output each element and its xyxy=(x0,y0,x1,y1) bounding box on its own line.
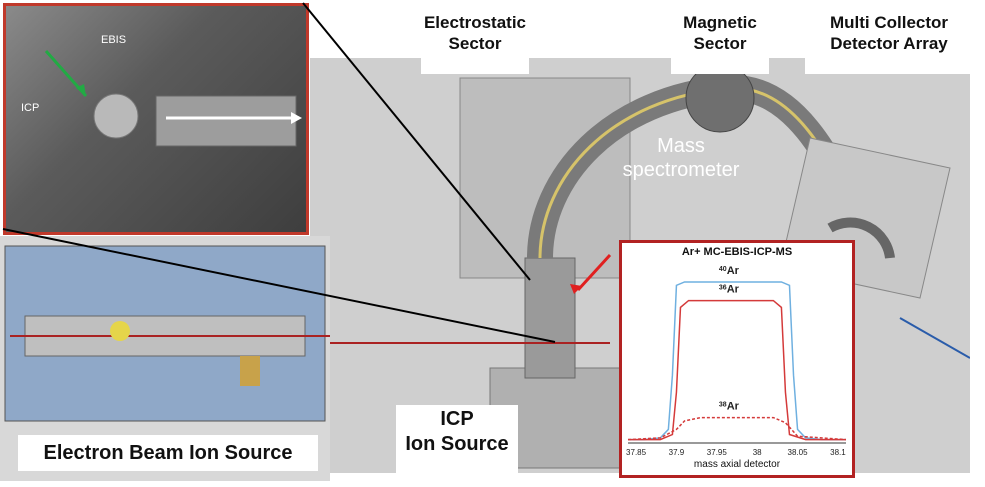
label-mass-spectrometer: Mass spectrometer xyxy=(622,135,740,181)
spectrum-chart: Ar+ MC-EBIS-ICP-MS 37.85 37.9 37.95 38 38.05… xyxy=(619,240,855,478)
chart-xlabel: mass axial detector xyxy=(693,459,781,470)
inset-label-icp: ICP xyxy=(21,102,40,114)
x-tick-label: 37.9 xyxy=(669,448,685,457)
instrument-photo-background xyxy=(310,58,971,473)
inset-arrows xyxy=(44,50,302,147)
series-38Ar xyxy=(627,416,847,441)
x-tick-label: 38.05 xyxy=(788,448,809,457)
chart-title: Ar+ MC-EBIS-ICP-MS xyxy=(681,246,793,258)
chart-plot: 37.85 37.9 37.95 38 38.05 38.1 40Ar 36Ar 38Ar xyxy=(626,265,847,457)
label-electrostatic-sector: Electrostatic Sector xyxy=(421,10,529,74)
ebis-drawing xyxy=(4,245,330,422)
label-magnetic-sector: Magnetic Sector xyxy=(671,10,769,74)
series-40Ar xyxy=(628,281,846,441)
x-tick-label: 37.85 xyxy=(626,448,647,457)
x-tick-label: 38.1 xyxy=(830,448,846,457)
inset-label-ebis: EBIS xyxy=(101,34,127,46)
peak-label: 40Ar xyxy=(719,265,740,277)
ebis-inset-photo: EBIS ICP MS xyxy=(3,3,309,235)
peak-label: 36Ar xyxy=(719,284,740,296)
series-36Ar xyxy=(628,299,846,441)
x-tick-label: 38 xyxy=(753,448,762,457)
peak-label: 38Ar xyxy=(719,401,740,413)
label-ebis: Electron Beam Ion Source xyxy=(18,435,318,471)
label-multi-collector: Multi Collector Detector Array xyxy=(805,10,973,74)
x-tick-label: 37.95 xyxy=(707,448,728,457)
instrument-drawing xyxy=(310,63,971,469)
label-icp-ion-source: ICP Ion Source xyxy=(396,405,518,477)
